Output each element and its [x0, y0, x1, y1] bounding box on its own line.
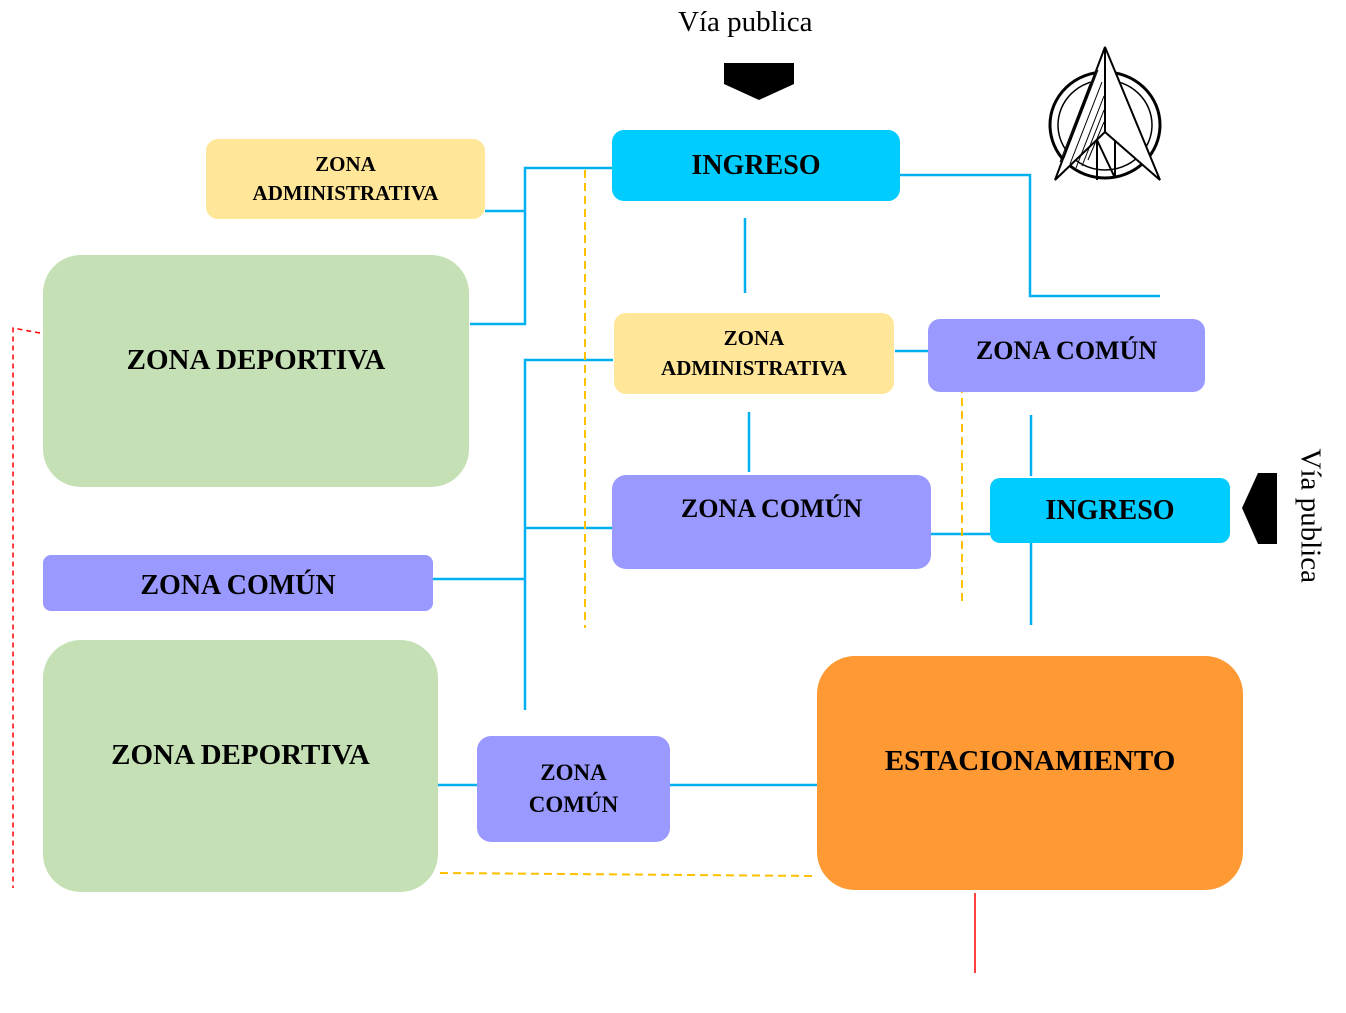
service-connectors — [439, 170, 963, 877]
right-street-label: Vía publica — [1294, 448, 1327, 583]
admin-center-box: ZONA ADMINISTRATIVA — [614, 313, 894, 394]
comun-left-box: ZONA COMÚN — [43, 555, 433, 611]
comun-right-box: ZONA COMÚN — [928, 319, 1205, 392]
connector-ingreso-admin-deportiva — [470, 166, 612, 326]
deportiva-bottom-box: ZONA DEPORTIVA — [43, 640, 438, 892]
circulation-connectors — [433, 166, 1160, 787]
service-line-bottom — [439, 872, 818, 877]
entry-arrow-left-icon — [1242, 473, 1277, 544]
connector-ingreso-right-branch — [900, 173, 1160, 298]
top-street-label: Vía publica — [678, 6, 813, 38]
ingreso-top-box: INGRESO — [612, 130, 900, 201]
deportiva-top-box: ZONA DEPORTIVA — [43, 255, 469, 487]
connector-admin-center-trunk — [523, 358, 613, 710]
comun-center-box: ZONA COMÚN — [612, 475, 931, 569]
limit-line-left — [12, 327, 41, 888]
entry-arrow-down-icon — [724, 63, 794, 100]
estacionamiento-box: ESTACIONAMIENTO — [817, 656, 1243, 890]
comun-bottom-box: ZONA COMÚN — [477, 736, 670, 842]
admin-top-left-box: ZONA ADMINISTRATIVA — [206, 139, 485, 219]
ingreso-right-box: INGRESO — [990, 478, 1230, 543]
north-arrow-icon — [1048, 46, 1162, 181]
limit-lines — [12, 327, 976, 973]
